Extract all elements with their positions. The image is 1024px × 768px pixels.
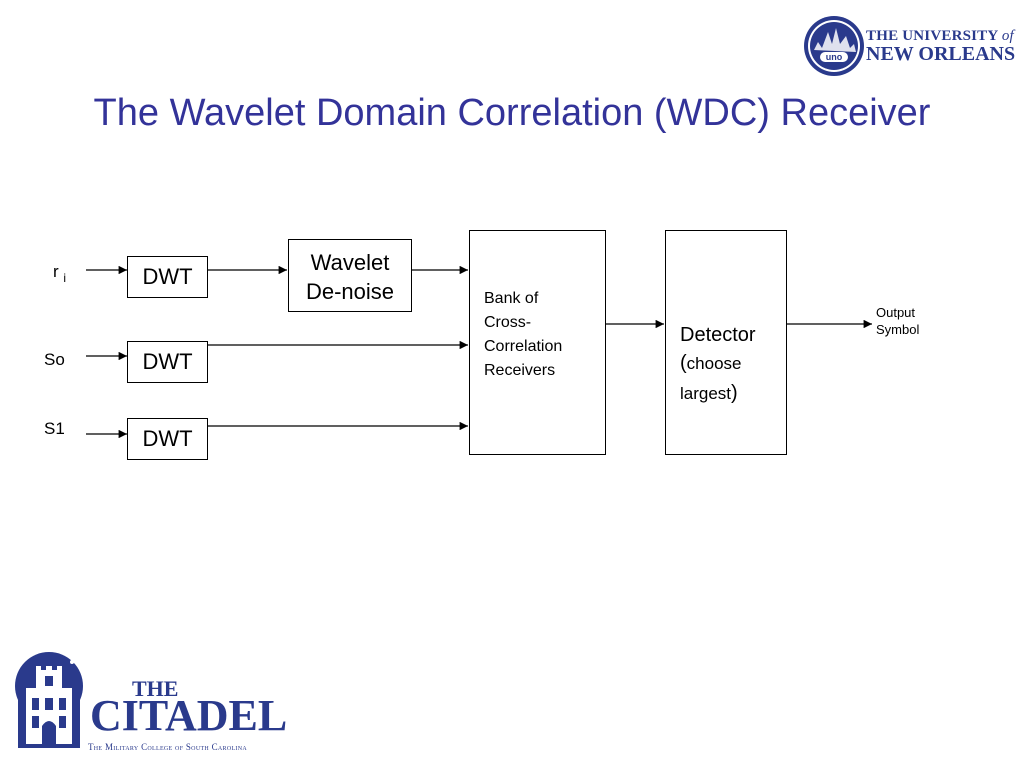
uno-badge-text: uno	[826, 52, 843, 62]
bank-of-receivers-block: Bank of Cross- Correlation Receivers	[469, 230, 606, 455]
detector-paren-close: )	[731, 382, 738, 404]
uno-seal-logo: uno	[804, 16, 864, 76]
denoise-label-2: De-noise	[305, 279, 395, 304]
input-label-r: r i	[53, 262, 67, 285]
dwt-block-1: DWT	[127, 256, 208, 298]
uno-of: of	[1001, 28, 1014, 44]
input-r-main: r	[53, 262, 59, 281]
input-label-s0: So	[44, 350, 65, 369]
slide-title: The Wavelet Domain Correlation (WDC) Rec…	[93, 92, 931, 134]
uno-line2: NEW ORLEANS	[866, 43, 1016, 65]
detector-label-3: largest	[680, 384, 732, 403]
output-label: Output Symbol	[876, 304, 919, 338]
bank-label-3: Correlation	[484, 338, 563, 355]
citadel-name: CITADEL	[90, 691, 288, 740]
detector-block: Detector (choose largest)	[665, 230, 787, 455]
bank-label-4: Receivers	[484, 362, 556, 379]
input-label-s1: S1	[44, 419, 65, 438]
citadel-castle-logo	[15, 652, 83, 748]
citadel-the: THE	[132, 676, 179, 701]
dwt-block-2: DWT	[127, 341, 208, 383]
denoise-label-1: Wavelet	[310, 250, 390, 275]
detector-paren-open: (	[680, 352, 687, 374]
wavelet-denoise-block: Wavelet De-noise	[288, 239, 412, 312]
dwt-block-3: DWT	[127, 418, 208, 460]
input-r-sub: i	[63, 271, 67, 285]
citadel-subtitle: The Military College of South Carolina	[88, 742, 247, 752]
output-label-1: Output	[876, 305, 916, 320]
uno-wordmark: THE UNIVERSITY of NEW ORLEANS	[866, 28, 1015, 66]
bank-label-1: Bank of	[484, 290, 539, 307]
bank-label-2: Cross-	[484, 314, 532, 331]
output-label-2: Symbol	[876, 322, 920, 337]
uno-line1: THE UNIVERSITY	[866, 28, 998, 44]
detector-label-2: choose	[686, 354, 742, 373]
detector-label-1: Detector	[680, 324, 756, 346]
